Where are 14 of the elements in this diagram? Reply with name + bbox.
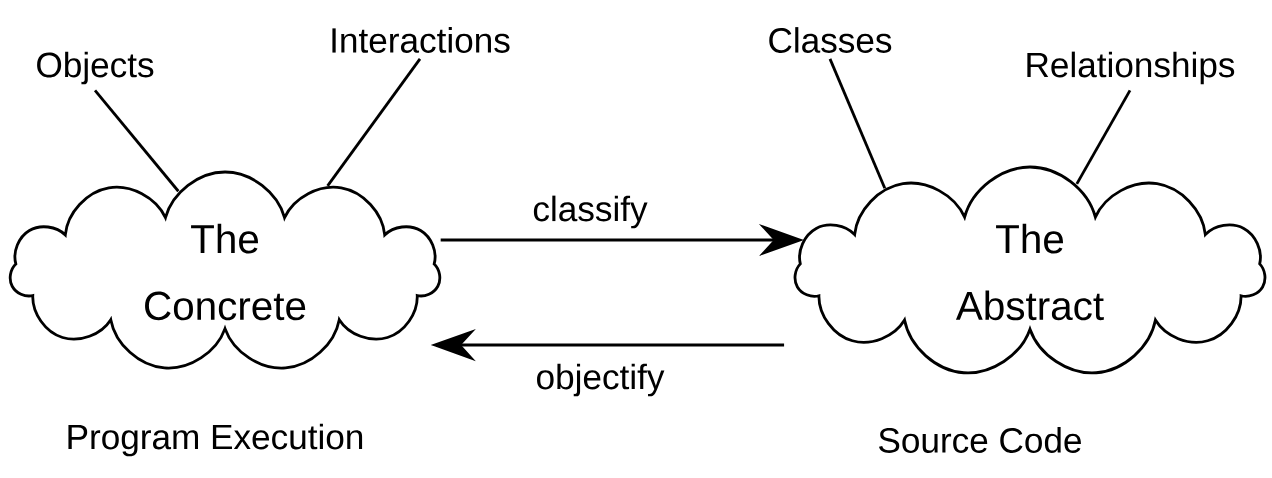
leader-line [93,89,180,193]
leader-line [326,58,422,187]
leader-line [1075,89,1132,185]
part-label: Interactions [332,27,510,53]
node-label: Source Code [879,427,1081,453]
part-label: Relationships [1027,51,1235,85]
node-label: Program Execution [68,423,363,457]
cloud: The Abstract [793,165,1267,375]
edge-label: objectify [532,360,668,400]
edge-label: classify [528,192,652,232]
part-label: Objects [37,51,154,85]
cloud: The Concrete [8,170,442,370]
part-label: Classes [769,27,892,53]
leader-line [828,58,887,189]
